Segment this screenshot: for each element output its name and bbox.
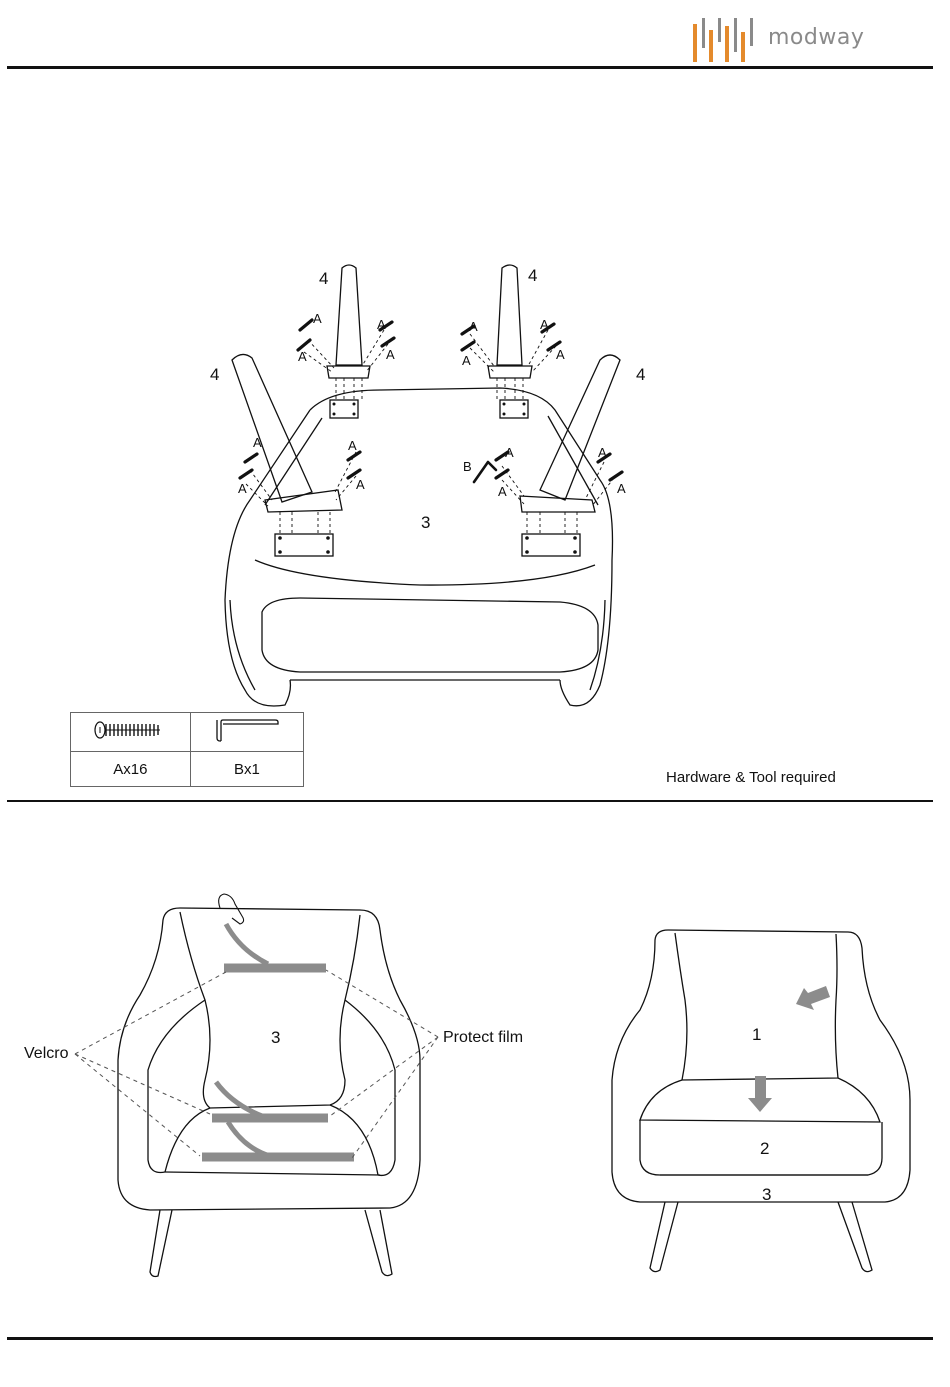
hardware-cell-screw [71,713,191,752]
leg-assembly-illustration [0,0,950,800]
screw-label: A [348,439,357,452]
screw-label: A [617,482,626,495]
leg [232,354,342,512]
screw-label: A [253,436,262,449]
screw-label: A [498,485,507,498]
allen-key-icon [213,716,281,744]
leg [488,265,532,378]
hardware-caption: Hardware & Tool required [666,769,836,786]
part-label-cushion: 2 [760,1140,769,1157]
screw-label: A [386,348,395,361]
hardware-table: Ax16 Bx1 [70,712,304,787]
screw-icon [94,721,166,739]
screw-label: A [556,348,565,361]
screw-label: A [356,478,365,491]
part-label-seat: 3 [421,514,430,531]
screw-label: A [598,446,607,459]
mounting-plate [275,400,580,556]
screw-label: A [469,320,478,333]
screw-label: A [377,318,386,331]
screw-label: A [462,354,471,367]
leg [327,265,370,378]
part-label-leg: 4 [210,366,219,383]
tool-label: B [463,460,472,473]
hardware-count-screw: Ax16 [71,752,191,787]
assembled-chair-illustration [0,800,950,1360]
part-label-backrest: 1 [752,1026,761,1043]
screw-label: A [313,312,322,325]
part-label-leg: 4 [636,366,645,383]
allen-key-icon [474,462,496,482]
part-label-leg: 4 [528,267,537,284]
screw-label: A [238,482,247,495]
screw-label: A [505,446,514,459]
part-label-leg: 4 [319,270,328,287]
part-label-frame: 3 [762,1186,771,1203]
screw-label: A [540,318,549,331]
hardware-cell-tool [190,713,303,752]
screw-label: A [298,350,307,363]
hardware-count-tool: Bx1 [190,752,303,787]
